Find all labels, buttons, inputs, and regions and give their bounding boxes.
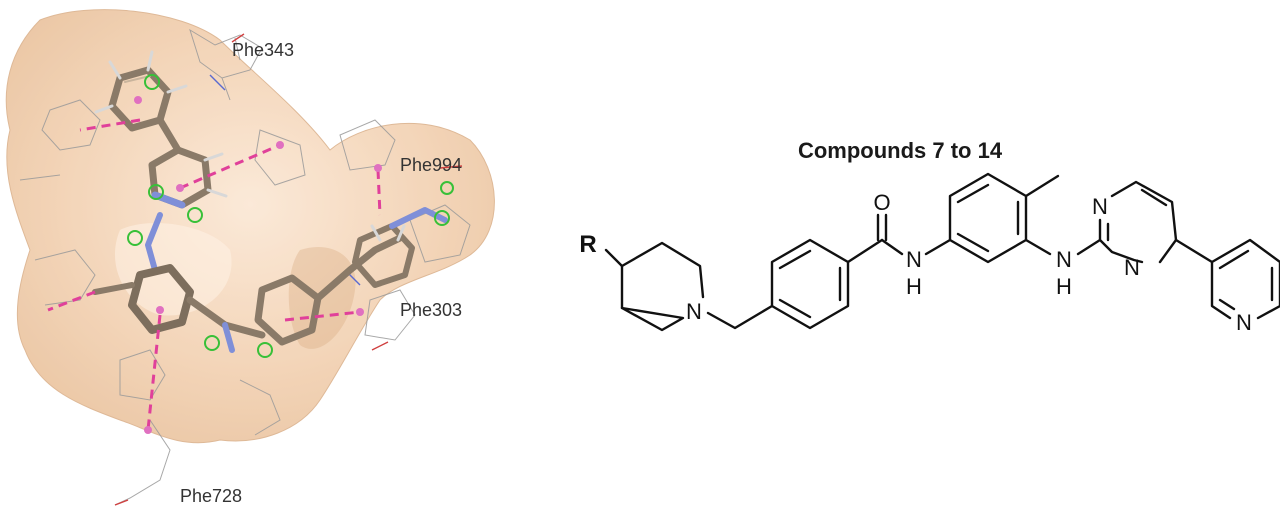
chemical-structure: Compounds 7 to 14 [579, 138, 1280, 335]
ligand-sticks [92, 50, 448, 353]
pyridine-n-label: N [1236, 310, 1252, 335]
bond-r-piperidine [604, 248, 624, 268]
benzene-ring-2 [948, 172, 1028, 264]
amide-n-label: N [906, 247, 922, 272]
benzene-ring-1 [770, 238, 850, 330]
piperidine-ring [620, 241, 705, 332]
residue-wireframes [19, 28, 471, 506]
pyridine-ring [1210, 238, 1280, 320]
amine-h-label: H [1056, 274, 1072, 299]
carbonyl-bond [876, 213, 888, 242]
binding-pocket-surface [5, 9, 495, 444]
docking-panel: Phe343 Phe994 Phe303 Phe728 [5, 9, 495, 506]
acceptor-markers [127, 74, 454, 358]
residue-label-phe728: Phe728 [180, 486, 242, 506]
structure-title: Compounds 7 to 14 [798, 138, 1003, 163]
ligand-aryl-ring [128, 264, 194, 334]
ligand-benzyl-ring [254, 274, 322, 346]
piperidine-n-label: N [686, 299, 702, 324]
contact-centroids [134, 96, 382, 434]
interaction-contacts [47, 118, 382, 431]
residue-label-phe343: Phe343 [232, 40, 294, 60]
carbonyl-o-label: O [873, 190, 890, 215]
amide-h-label: H [906, 274, 922, 299]
structure-bonds [604, 172, 1280, 332]
pyrimidine-n1-label: N [1092, 194, 1108, 219]
amine-n-label: N [1056, 247, 1072, 272]
residue-label-phe303: Phe303 [400, 300, 462, 320]
pyrimidine-n3-label: N [1124, 255, 1140, 280]
residue-label-phe994: Phe994 [400, 155, 462, 175]
pyrimidine-ring [1098, 180, 1178, 264]
r-group-label: R [579, 231, 596, 258]
